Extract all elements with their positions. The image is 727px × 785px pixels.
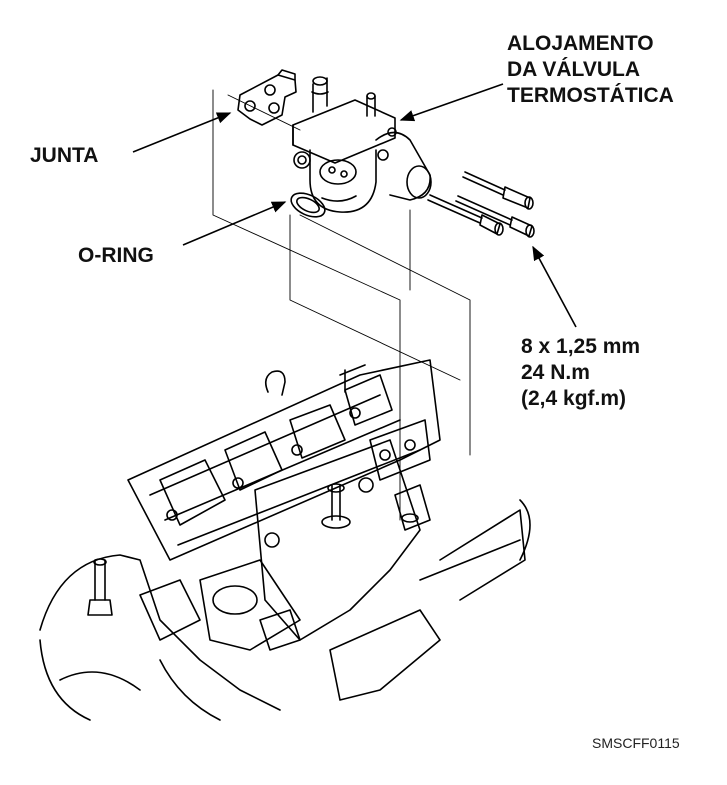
bolt-size: 8 x 1,25 mm <box>521 335 641 358</box>
gasket-part <box>237 69 297 126</box>
thermostat-housing-label-line-3: TERMOSTÁTICA <box>507 84 674 107</box>
flange-bolt-long <box>455 195 535 238</box>
flange-bolt-middle <box>427 194 504 236</box>
thermostat-housing-label-line-2: DA VÁLVULA <box>507 58 640 81</box>
thermostat-housing-label: ALOJAMENTO DA VÁLVULA TERMOSTÁTICA <box>507 31 674 109</box>
bolt-torque-kgfm: (2,4 kgf.m) <box>521 387 627 410</box>
ignition-coils <box>159 364 393 526</box>
o-ring-label: O-RING <box>78 244 154 267</box>
lower-engine-block <box>39 499 531 721</box>
bolt-torque-nm: 24 N.m <box>521 361 590 384</box>
gasket-label: JUNTA <box>30 144 99 167</box>
figure-code: SMSCFF0115 <box>592 735 680 751</box>
thermostat-housing-label-line-1: ALOJAMENTO <box>507 32 654 55</box>
flange-bolt-short <box>462 171 534 210</box>
thermostat-housing-part <box>292 76 432 213</box>
o-ring-part <box>290 192 326 218</box>
engine-cylinder-head <box>127 359 441 641</box>
alignment-guide-lines <box>212 89 471 521</box>
callout-arrows <box>132 83 577 328</box>
bolt-spec-label: 8 x 1,25 mm 24 N.m (2,4 kgf.m) <box>521 334 640 412</box>
